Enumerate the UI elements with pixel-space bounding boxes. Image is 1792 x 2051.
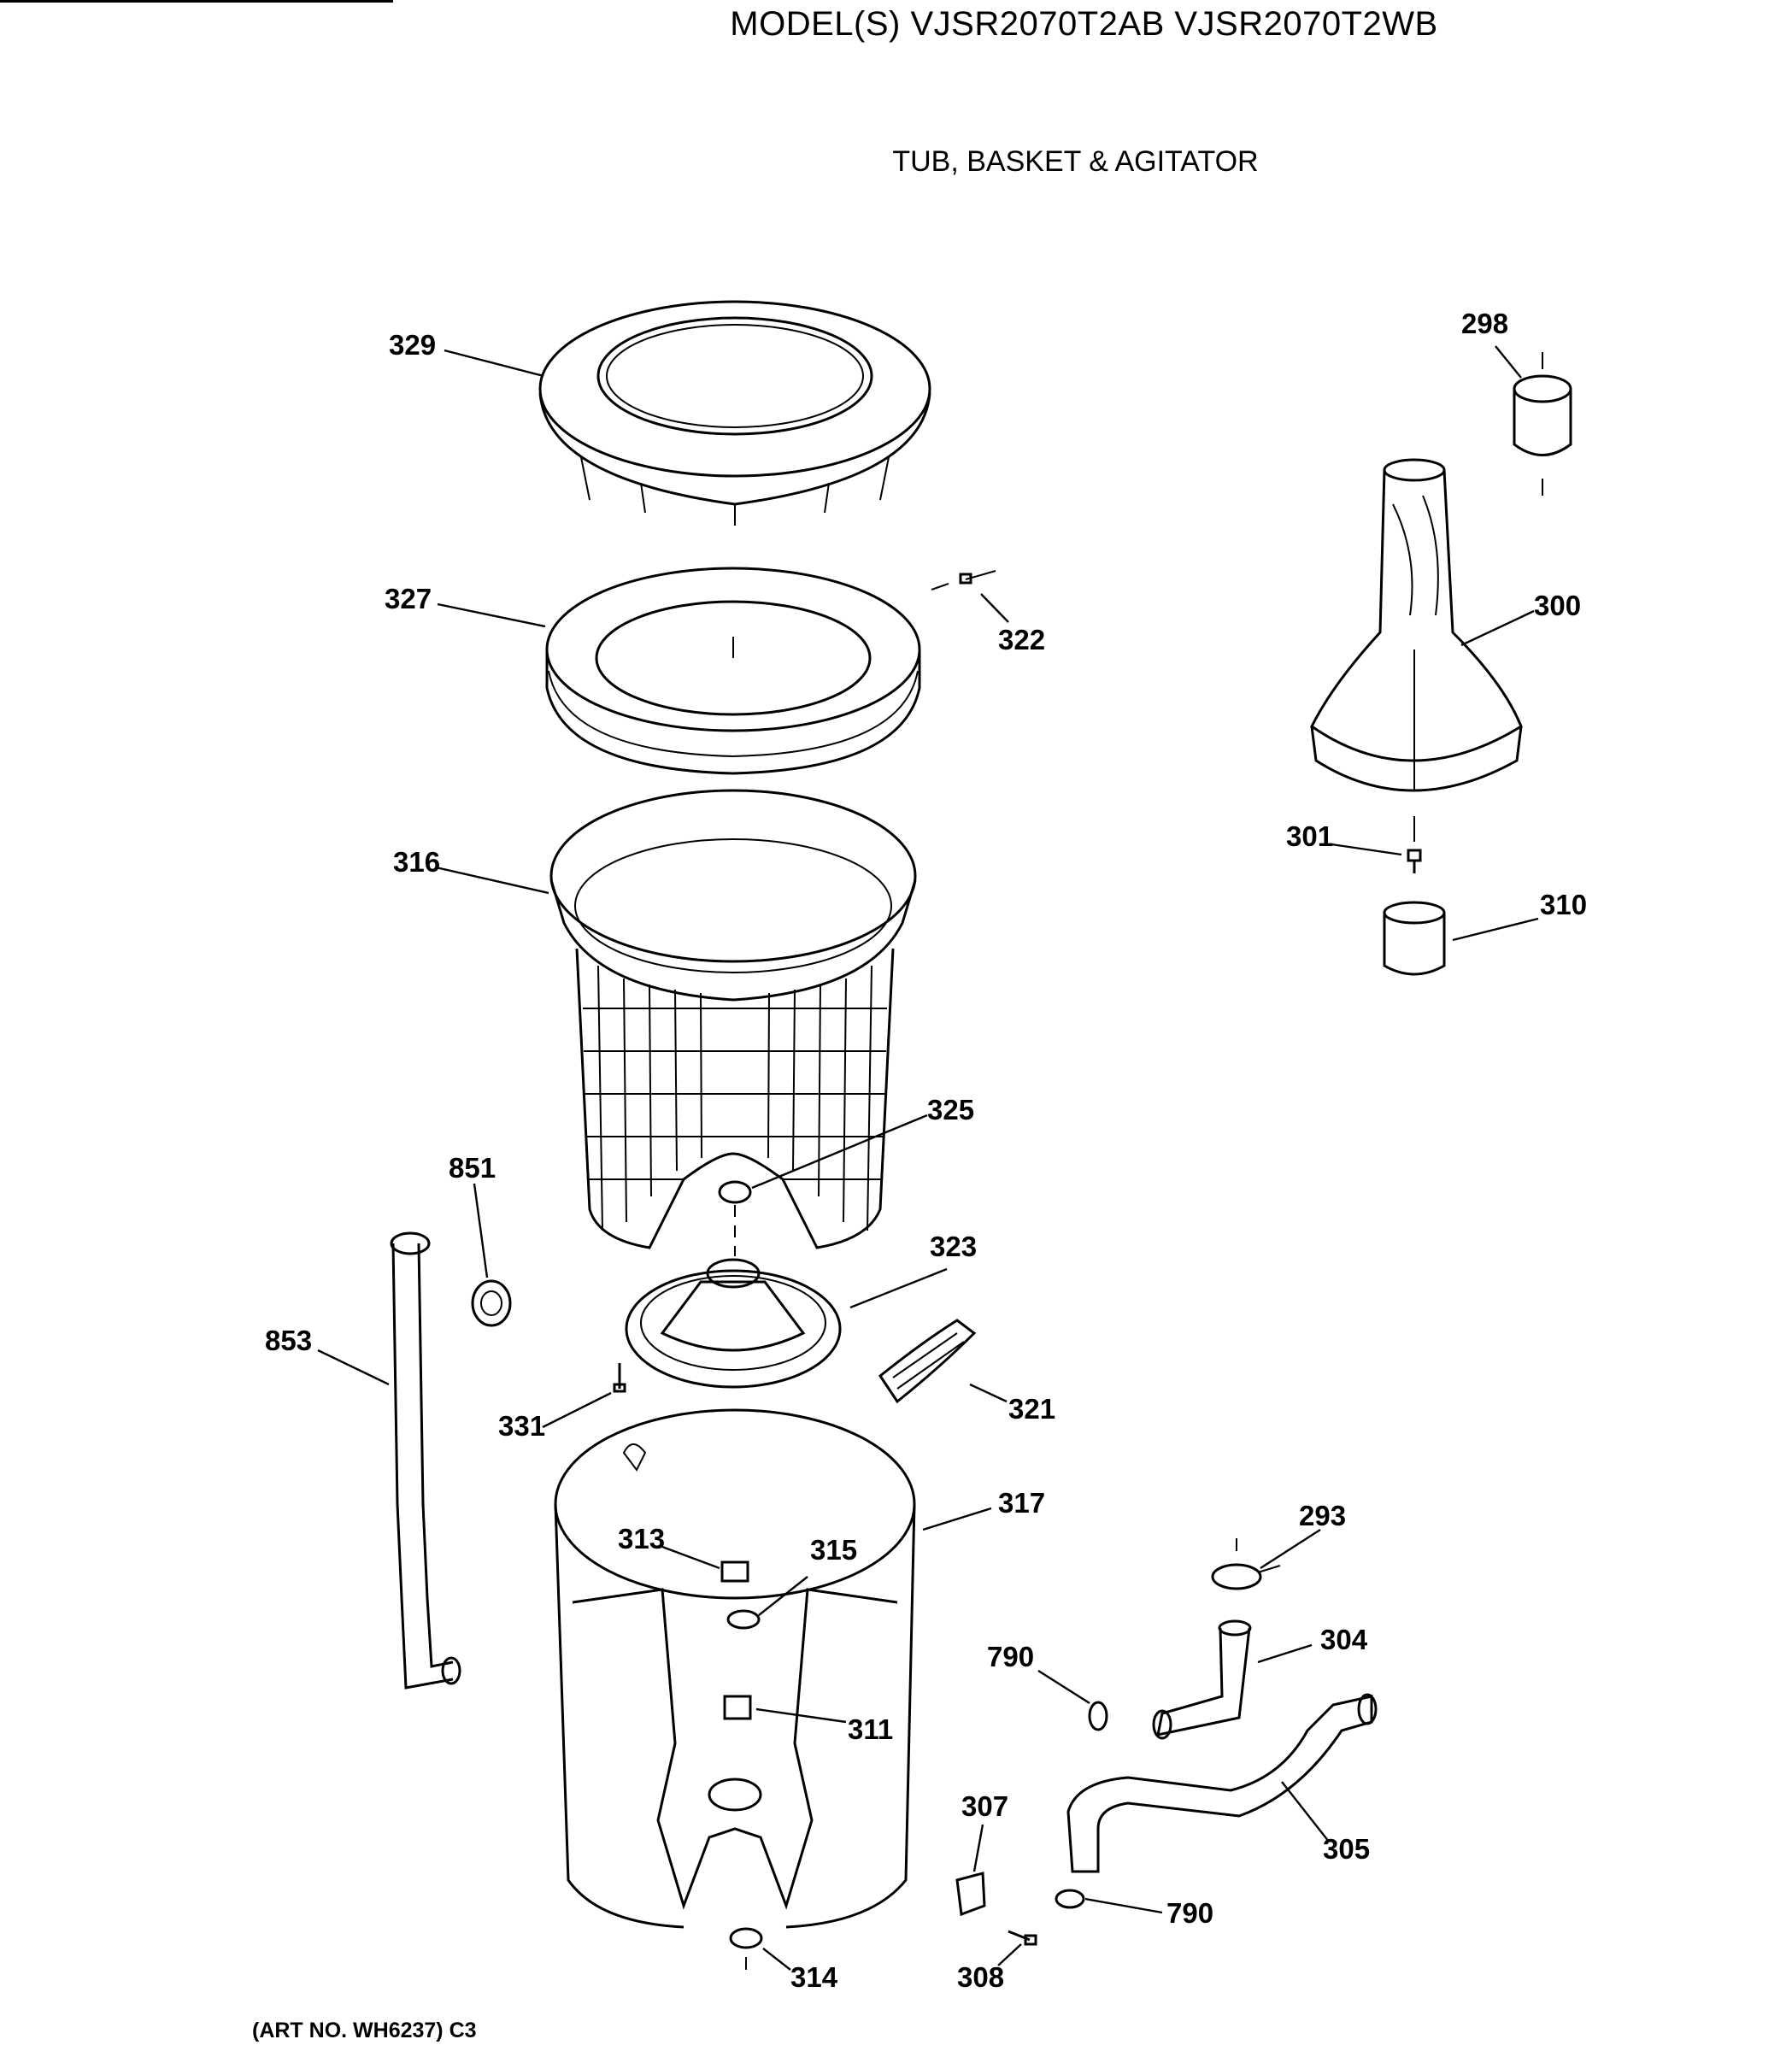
leader-301 xyxy=(1331,843,1402,856)
callout-327: 327 xyxy=(385,583,432,614)
callout-298: 298 xyxy=(1461,308,1508,339)
callout-313: 313 xyxy=(618,1523,665,1554)
leader-322 xyxy=(980,593,1009,623)
callout-790-upper: 790 xyxy=(987,1641,1034,1672)
leader-313 xyxy=(661,1545,720,1570)
part-315-washer xyxy=(726,1609,761,1630)
callout-329: 329 xyxy=(389,329,436,361)
part-307-bracket xyxy=(955,1872,986,1917)
part-304-drain-hose xyxy=(1152,1619,1252,1740)
part-316-basket xyxy=(549,789,917,1249)
part-329-tub-cover xyxy=(538,300,931,517)
leader-321 xyxy=(969,1383,1008,1403)
leader-790-lower xyxy=(1084,1897,1163,1914)
callout-305: 305 xyxy=(1323,1833,1370,1865)
leader-325 xyxy=(751,1114,928,1190)
callout-314: 314 xyxy=(790,1961,838,1993)
callout-316: 316 xyxy=(393,846,440,878)
leader-304 xyxy=(1257,1643,1313,1664)
part-851-grommet xyxy=(471,1279,512,1327)
part-790-clamp-lower xyxy=(1055,1889,1085,1909)
callout-300: 300 xyxy=(1534,590,1581,621)
leader-311 xyxy=(755,1707,847,1724)
callout-308: 308 xyxy=(957,1961,1004,1993)
callout-304: 304 xyxy=(1320,1624,1368,1655)
leader-851 xyxy=(473,1183,489,1278)
part-853-hose xyxy=(390,1231,461,1690)
callout-307: 307 xyxy=(961,1790,1008,1822)
leader-329 xyxy=(444,349,544,378)
callout-322: 322 xyxy=(998,624,1045,655)
part-317-outer-tub xyxy=(554,1408,916,1929)
part-301-screw xyxy=(1407,849,1422,873)
top-rule xyxy=(0,0,393,3)
part-331-screw xyxy=(613,1363,626,1393)
model-title: MODEL(S) VJSR2070T2AB VJSR2070T2WB xyxy=(0,5,1792,44)
leader-853 xyxy=(317,1349,390,1386)
part-322-screw xyxy=(931,570,996,591)
leader-300 xyxy=(1460,609,1535,647)
part-311-nut xyxy=(723,1695,752,1720)
callout-317: 317 xyxy=(998,1487,1045,1519)
leader-327 xyxy=(437,602,546,628)
part-298-agitator-cap xyxy=(1513,352,1572,496)
leader-316 xyxy=(435,866,549,895)
callout-321: 321 xyxy=(1008,1393,1055,1425)
callout-310: 310 xyxy=(1540,889,1587,920)
part-321-filter xyxy=(878,1319,977,1404)
part-305-drain-hose xyxy=(1066,1693,1378,1873)
callout-311: 311 xyxy=(848,1713,893,1745)
callout-293: 293 xyxy=(1299,1500,1346,1531)
leader-331 xyxy=(542,1391,612,1429)
part-323-hub xyxy=(625,1258,842,1389)
leader-314 xyxy=(762,1948,791,1971)
part-308-screw xyxy=(1008,1930,1037,1946)
leader-308 xyxy=(997,1943,1022,1966)
section-title: TUB, BASKET & AGITATOR xyxy=(0,145,1792,179)
part-313-nut xyxy=(720,1560,749,1583)
leader-790-upper xyxy=(1037,1669,1090,1705)
callout-790-lower: 790 xyxy=(1166,1897,1213,1929)
model-title-text: MODEL(S) VJSR2070T2AB VJSR2070T2WB xyxy=(730,5,1438,43)
callout-325: 325 xyxy=(927,1094,974,1125)
callout-853: 853 xyxy=(265,1325,312,1356)
leader-307 xyxy=(972,1824,984,1872)
leader-323 xyxy=(849,1267,948,1309)
leader-305 xyxy=(1281,1781,1330,1842)
section-title-text: TUB, BASKET & AGITATOR xyxy=(892,145,1259,178)
leader-298 xyxy=(1495,345,1522,379)
part-293-hose-clamp xyxy=(1211,1538,1281,1590)
leader-315 xyxy=(758,1576,808,1616)
part-314-washer xyxy=(729,1927,763,1970)
callout-315: 315 xyxy=(810,1534,857,1566)
art-number: (ART NO. WH6237) C3 xyxy=(252,2019,477,2042)
leader-317 xyxy=(922,1507,992,1531)
leader-310 xyxy=(1452,917,1539,942)
part-327-tub-ring xyxy=(545,567,921,775)
callout-331: 331 xyxy=(498,1410,545,1442)
callout-301: 301 xyxy=(1286,820,1333,852)
callout-323: 323 xyxy=(930,1231,977,1262)
leader-293 xyxy=(1260,1528,1321,1570)
callout-851: 851 xyxy=(449,1152,496,1184)
part-300-agitator xyxy=(1310,458,1523,792)
part-790-clamp-upper xyxy=(1088,1701,1108,1731)
part-310-cam xyxy=(1383,901,1446,976)
